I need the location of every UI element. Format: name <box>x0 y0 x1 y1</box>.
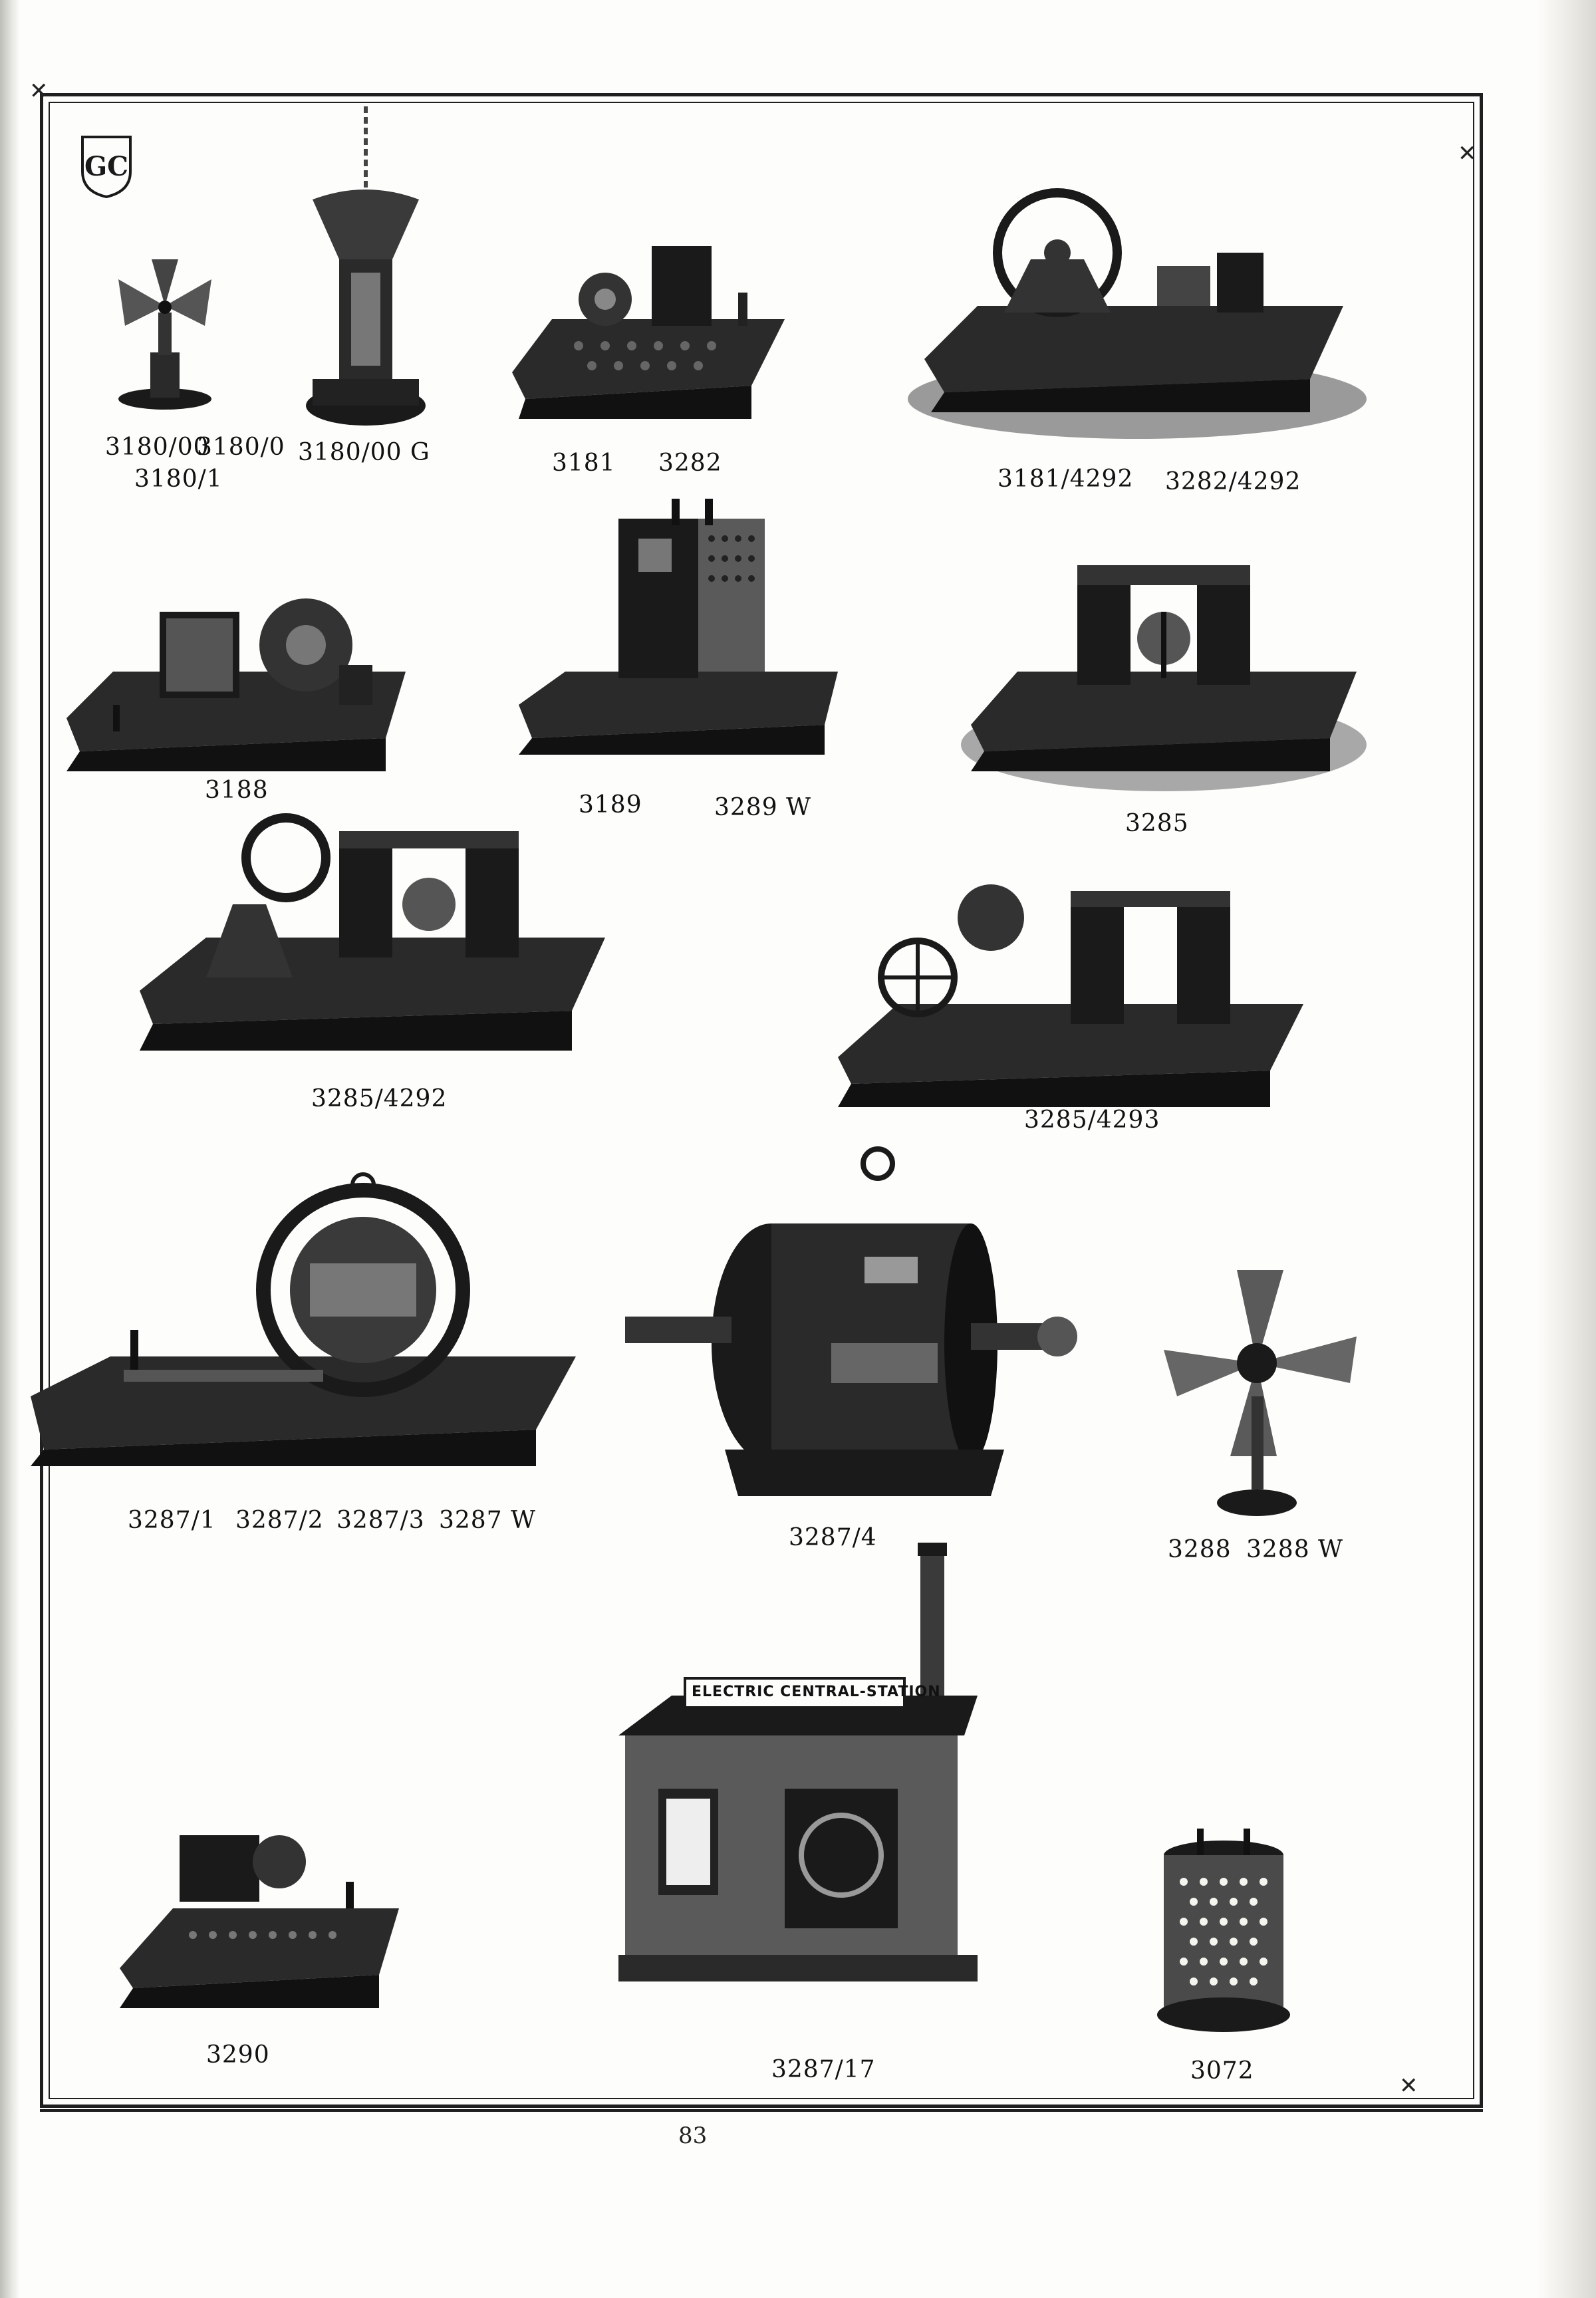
item-label: 3287/3 <box>336 1507 425 1534</box>
item-label: 3188 <box>205 777 269 804</box>
corner-ornament-bottom-right: ✕ <box>1399 2073 1418 2099</box>
item-label: 3287/2 <box>235 1507 324 1534</box>
page-number: 83 <box>678 2122 708 2149</box>
item-3188-illustration <box>60 585 412 778</box>
item-label: 3287/17 <box>771 2056 876 2083</box>
corner-ornament-top-left: ✕ <box>29 78 49 104</box>
item-label: 3181/4292 <box>998 465 1134 493</box>
item-label: 3189 <box>579 791 642 819</box>
item-3288-fan-illustration <box>1150 1263 1370 1523</box>
bottom-rule <box>40 2109 1483 2112</box>
page-frame <box>40 93 1483 2108</box>
item-label: 3180/1 <box>134 465 223 493</box>
item-3285-4292-illustration <box>133 811 612 1064</box>
item-label: 3287/1 <box>128 1507 216 1534</box>
corner-ornament-top-right: ✕ <box>1458 140 1477 167</box>
item-label: 3282 <box>658 449 722 477</box>
item-label: 3285/4292 <box>311 1085 448 1112</box>
item-label: 3282/4292 <box>1165 468 1301 495</box>
item-3180-fan-illustration <box>112 253 218 412</box>
item-label: 3288 W <box>1246 1536 1344 1563</box>
item-label: 3285 <box>1125 810 1189 837</box>
maker-logo: GC <box>78 133 134 199</box>
item-label: 3287/4 <box>789 1524 877 1551</box>
item-label: 3289 W <box>714 794 812 821</box>
svg-text:GC: GC <box>84 151 128 182</box>
item-label: 3072 <box>1190 2057 1254 2085</box>
item-3285-4293-illustration <box>831 871 1310 1117</box>
item-label: 3180/0 <box>197 434 285 461</box>
item-label: 3288 <box>1168 1536 1232 1563</box>
item-label: 3181 <box>552 449 616 477</box>
item-3290-illustration <box>113 1809 406 2028</box>
item-label: 3180/00 <box>105 434 209 461</box>
item-3287-17-powerhouse-illustration <box>618 1536 1011 2001</box>
item-label: 3180/00 G <box>298 439 430 466</box>
item-3072-battery-illustration <box>1144 1822 1303 2048</box>
item-label: 3290 <box>206 2041 270 2069</box>
item-3189-dynamo-illustration <box>512 492 845 758</box>
page-edge <box>1536 0 1596 2298</box>
item-label: 3287 W <box>439 1507 537 1534</box>
item-3181-4292-illustration <box>904 180 1370 446</box>
item-label: 3285/4293 <box>1024 1106 1160 1134</box>
item-3181-motor-illustration <box>499 199 805 439</box>
item-3287-4-dynamo-illustration <box>618 1144 1091 1516</box>
electric-central-station-sign: ELECTRIC CENTRAL-STATION <box>692 1684 941 1700</box>
item-3285-illustration <box>958 559 1370 798</box>
book-gutter <box>0 0 20 2298</box>
item-3180-00G-fountain-illustration <box>299 100 432 432</box>
item-3287-1-illustration <box>24 1170 583 1476</box>
